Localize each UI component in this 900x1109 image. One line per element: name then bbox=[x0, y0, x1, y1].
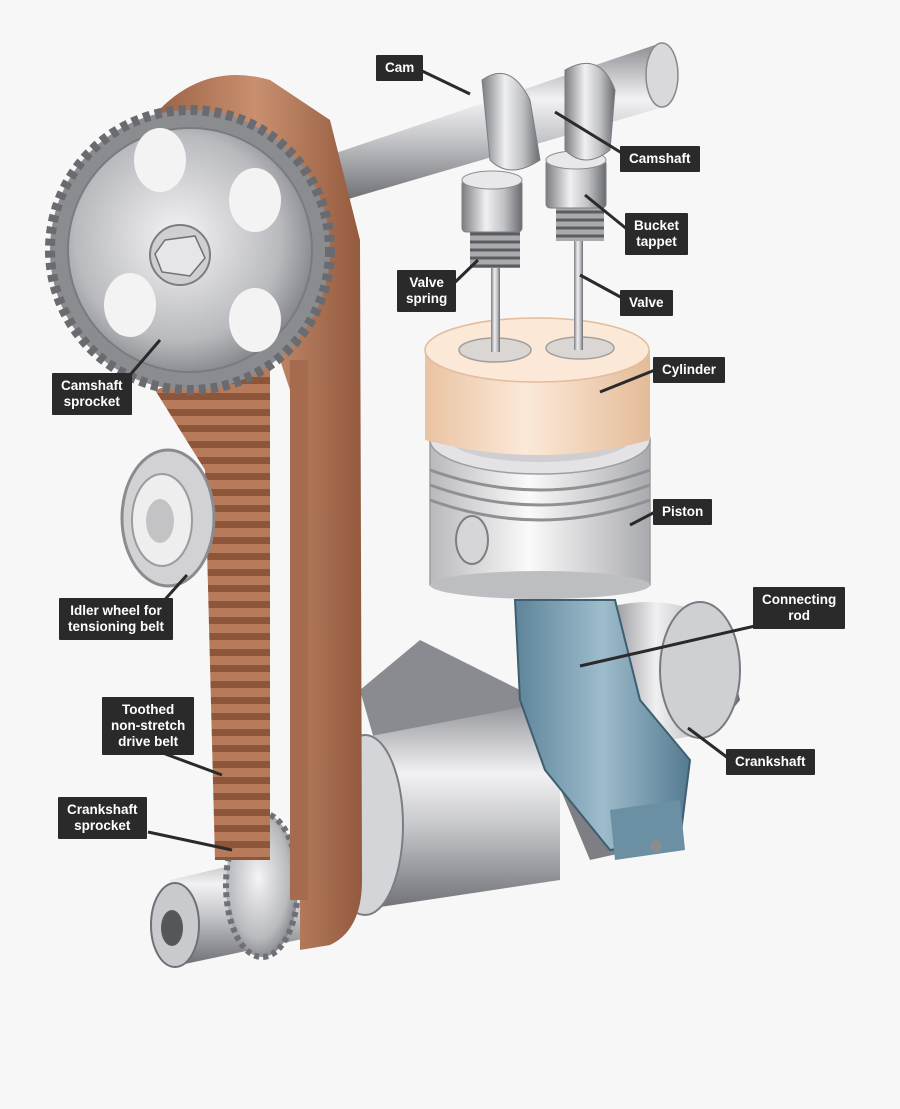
label-cam: Cam bbox=[376, 55, 424, 81]
label-bucket-tappet: Bucket tappet bbox=[625, 213, 689, 255]
label-crankshaft: Crankshaft bbox=[726, 749, 815, 775]
label-camshaft-sprocket: Camshaft sprocket bbox=[52, 373, 132, 415]
label-valve: Valve bbox=[620, 290, 673, 316]
label-connecting-rod: Connecting rod bbox=[753, 587, 846, 629]
connecting-rod-art bbox=[513, 599, 692, 860]
label-crankshaft-sprocket: Crankshaft sprocket bbox=[58, 797, 147, 839]
label-camshaft: Camshaft bbox=[620, 146, 700, 172]
label-toothed-belt: Toothed non-stretch drive belt bbox=[102, 697, 195, 755]
cylinder-art bbox=[424, 317, 650, 455]
label-piston: Piston bbox=[653, 499, 713, 525]
label-cylinder: Cylinder bbox=[653, 357, 726, 383]
label-idler-wheel: Idler wheel for tensioning belt bbox=[59, 598, 173, 640]
idler-wheel-art bbox=[120, 448, 216, 588]
valve-train-art bbox=[461, 150, 607, 352]
label-valve-spring: Valve spring bbox=[397, 270, 457, 312]
camshaft-sprocket-art bbox=[45, 105, 335, 395]
camshaft-art bbox=[330, 42, 679, 200]
